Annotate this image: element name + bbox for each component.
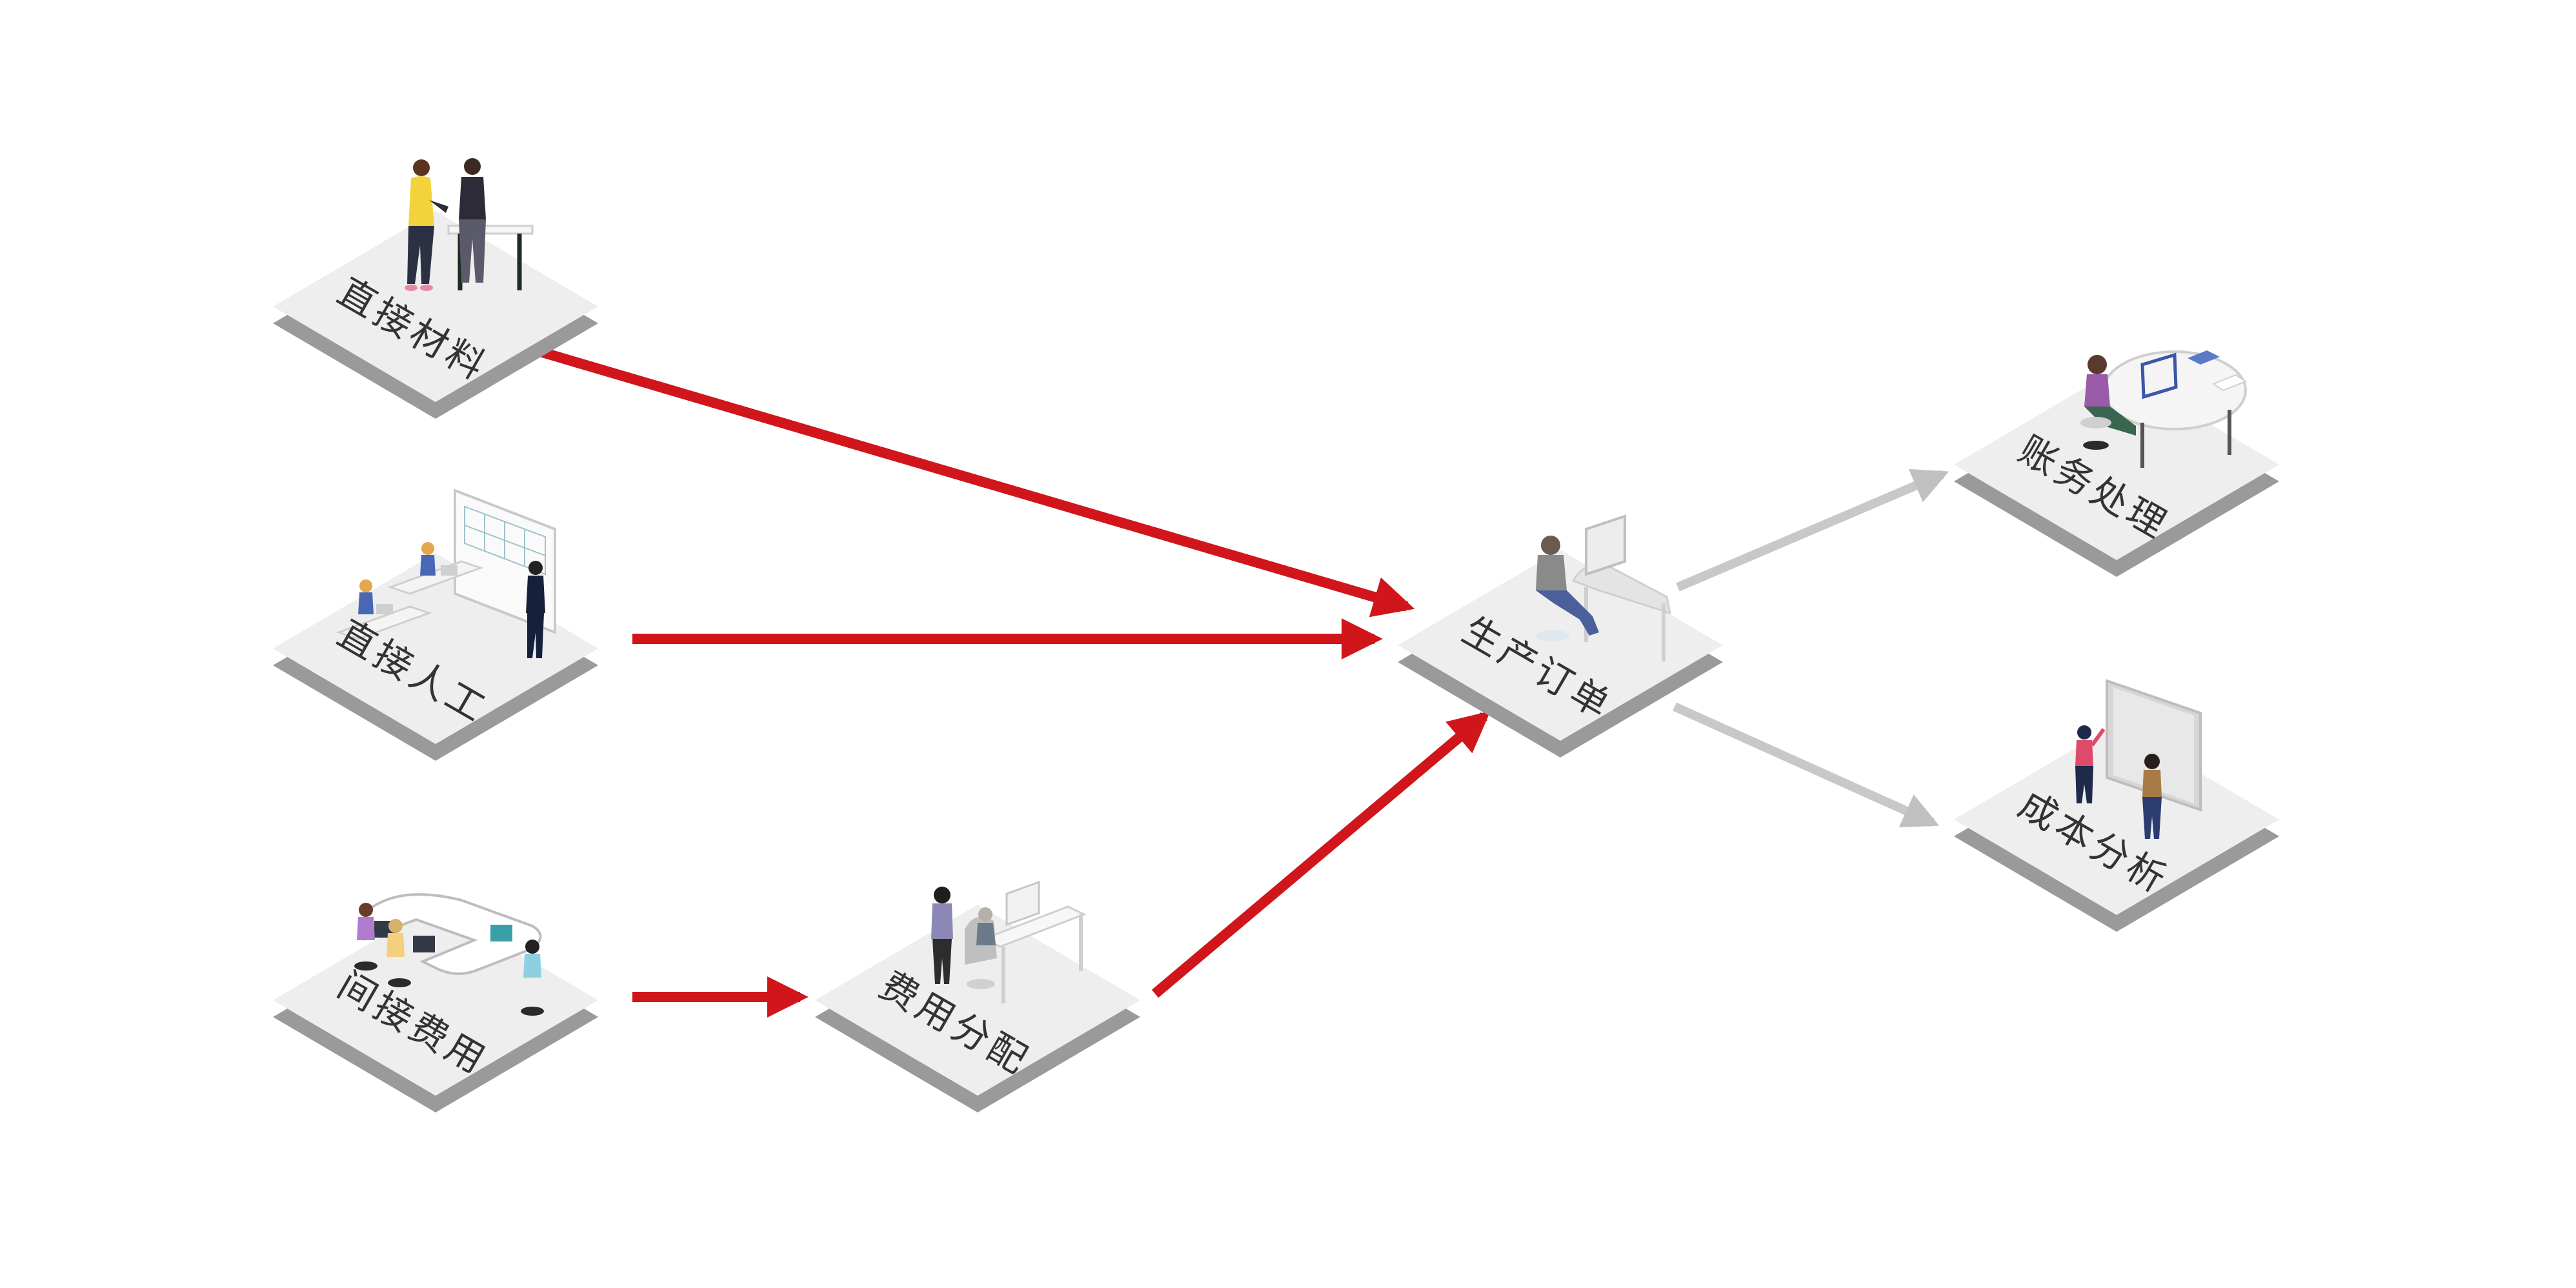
training-whiteboard-icon	[336, 488, 556, 658]
node-indirect-cost[interactable]: 间接费用	[273, 893, 598, 1112]
edges	[527, 343, 1949, 1018]
laptop-desk-icon	[2080, 350, 2248, 468]
computer-workstation-icon	[1536, 514, 1671, 661]
edge-direct-material-to-production-order	[527, 343, 1415, 618]
desk-meeting-icon	[931, 880, 1087, 1003]
office-workstations-icon	[354, 893, 544, 1016]
edge-production-order-to-cost-analysis	[1673, 702, 1940, 828]
node-production-order[interactable]: 生产订单	[1398, 514, 1723, 758]
edge-cost-allocation-to-production-order	[1151, 710, 1491, 998]
edge-production-order-to-accounting	[1676, 468, 1949, 592]
node-direct-material[interactable]: 直接材料	[273, 158, 598, 419]
people-at-table-icon	[405, 158, 534, 291]
presentation-board-icon	[2075, 679, 2202, 839]
node-accounting[interactable]: 账务处理	[1954, 350, 2279, 577]
node-cost-allocation[interactable]: 费用分配	[815, 880, 1140, 1112]
node-direct-labor[interactable]: 直接人工	[273, 488, 598, 761]
node-cost-analysis[interactable]: 成本分析	[1954, 679, 2279, 932]
